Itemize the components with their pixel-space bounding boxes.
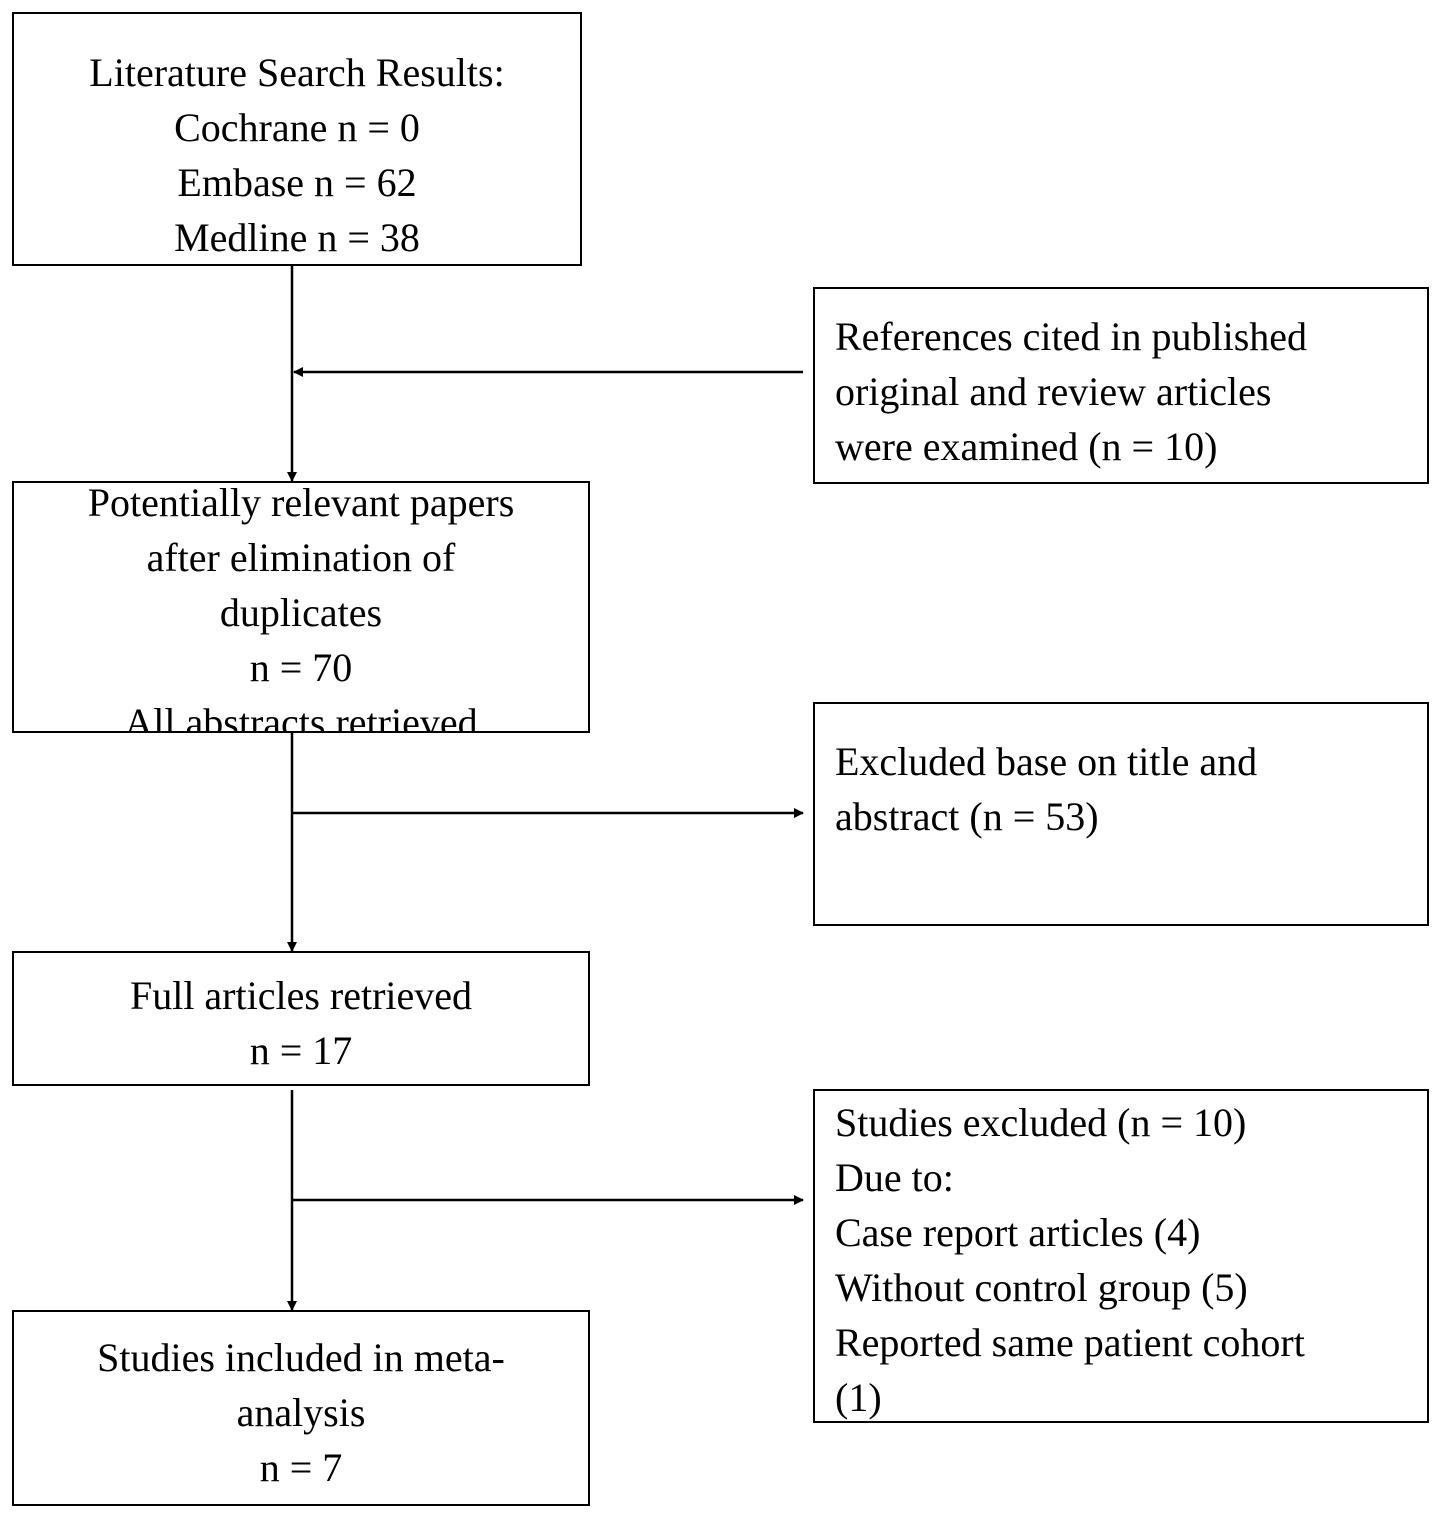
included-line: Studies included in meta- [97, 1335, 505, 1380]
full-articles-box: Full articles retrieved n = 17 [12, 951, 590, 1086]
potentially-relevant-box: Potentially relevant papers after elimin… [12, 481, 590, 733]
studies-excluded-line: Without control group (5) [835, 1265, 1248, 1310]
references-line: References cited in published [835, 314, 1308, 359]
references-line: were examined (n = 10) [835, 424, 1218, 469]
search-results-cochrane: Cochrane n = 0 [174, 105, 420, 150]
search-results-box: Literature Search Results: Cochrane n = … [12, 12, 582, 266]
relevant-abstracts: All abstracts retrieved [124, 700, 478, 733]
relevant-line: Potentially relevant papers [87, 481, 515, 525]
relevant-count: n = 70 [249, 645, 353, 690]
references-box: References cited in published original a… [813, 287, 1429, 484]
full-articles-title: Full articles retrieved [129, 973, 473, 1018]
excluded-title-line: abstract (n = 53) [835, 794, 1099, 839]
studies-excluded-line: (1) [835, 1375, 882, 1420]
studies-excluded-line: Case report articles (4) [835, 1210, 1201, 1255]
search-results-embase: Embase n = 62 [177, 160, 417, 205]
excluded-title-line: Excluded base on title and [835, 739, 1258, 784]
references-line: original and review articles [835, 369, 1272, 414]
included-line: analysis [236, 1390, 366, 1435]
relevant-line: after elimination of [146, 535, 456, 580]
excluded-title-box: Excluded base on title and abstract (n =… [813, 702, 1429, 926]
studies-excluded-line: Due to: [835, 1155, 954, 1200]
search-results-title: Literature Search Results: [89, 50, 505, 95]
studies-excluded-line: Studies excluded (n = 10) [835, 1100, 1247, 1145]
studies-excluded-box: Studies excluded (n = 10) Due to: Case r… [813, 1089, 1429, 1423]
relevant-line: duplicates [219, 590, 383, 635]
full-articles-count: n = 17 [249, 1028, 353, 1073]
search-results-medline: Medline n = 38 [174, 215, 420, 260]
included-count: n = 7 [259, 1445, 343, 1490]
included-box: Studies included in meta- analysis n = 7 [12, 1310, 590, 1506]
studies-excluded-line: Reported same patient cohort [835, 1320, 1305, 1365]
